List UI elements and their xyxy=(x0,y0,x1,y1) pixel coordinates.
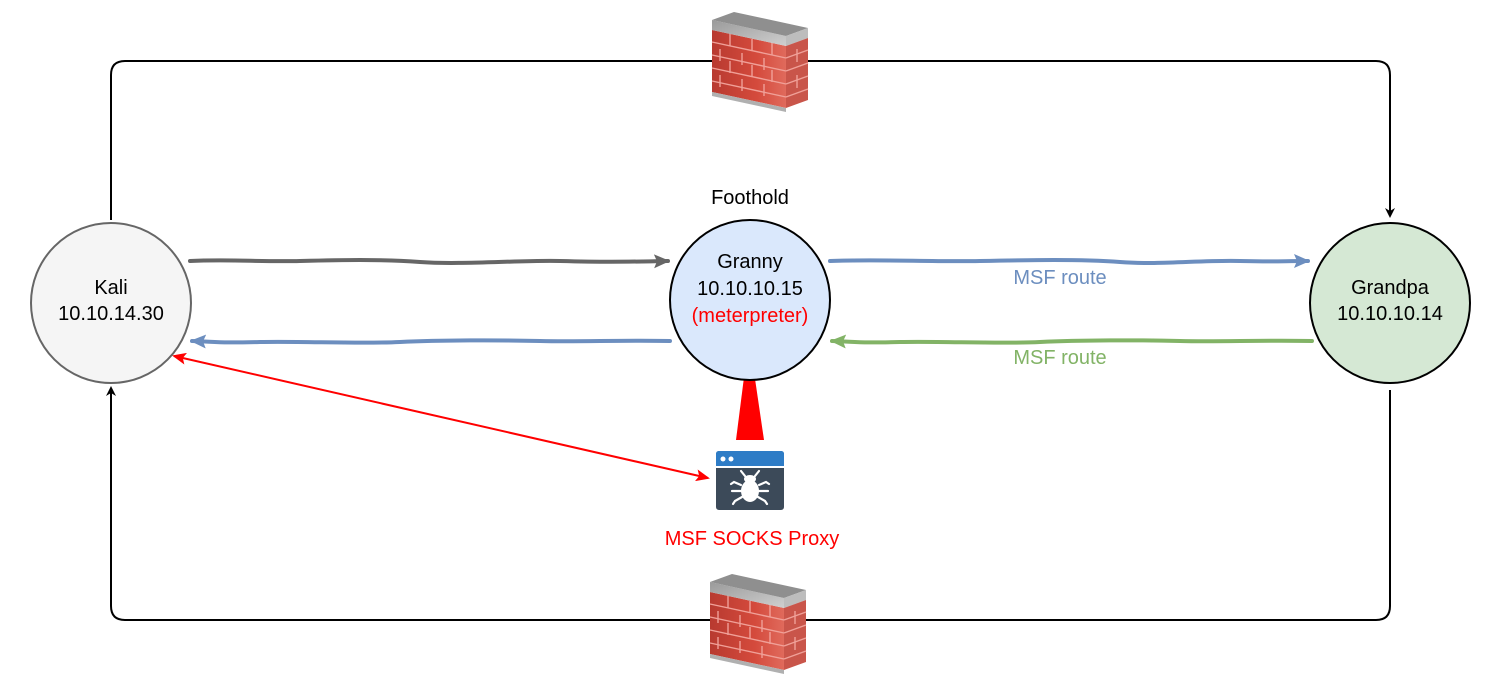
top-firewall-icon xyxy=(711,11,809,113)
grandpa-ip: 10.10.10.14 xyxy=(1337,303,1443,325)
edge-kali-to-granny xyxy=(188,254,670,269)
node-grandpa[interactable]: Grandpa 10.10.10.14 xyxy=(1309,222,1471,384)
kali-name: Kali xyxy=(94,277,127,299)
node-proxy[interactable]: MSF SOCKS Proxy xyxy=(665,451,839,550)
edge-kali-proxy xyxy=(172,352,710,482)
route-label-outbound: MSF route xyxy=(1013,267,1106,289)
proxy-label: MSF SOCKS Proxy xyxy=(665,528,839,550)
edge-granny-to-kali xyxy=(190,334,672,349)
bottom-firewall-icon xyxy=(709,573,807,675)
route-label-return: MSF route xyxy=(1013,347,1106,369)
node-granny[interactable]: Foothold Granny 10.10.10.15 (meterpreter… xyxy=(669,187,831,381)
bug-window-icon xyxy=(716,451,784,510)
kali-ip: 10.10.14.30 xyxy=(58,303,164,325)
foothold-caption: Foothold xyxy=(711,187,789,209)
proxy-beam xyxy=(736,338,764,440)
granny-ip: 10.10.10.15 xyxy=(697,278,803,300)
edge-grandpa-to-granny xyxy=(830,334,1314,349)
node-kali[interactable]: Kali 10.10.14.30 xyxy=(30,222,192,384)
edge-granny-to-grandpa xyxy=(828,254,1310,269)
grandpa-name: Grandpa xyxy=(1351,277,1430,299)
granny-name: Granny xyxy=(717,251,783,273)
granny-tag: (meterpreter) xyxy=(692,305,809,327)
